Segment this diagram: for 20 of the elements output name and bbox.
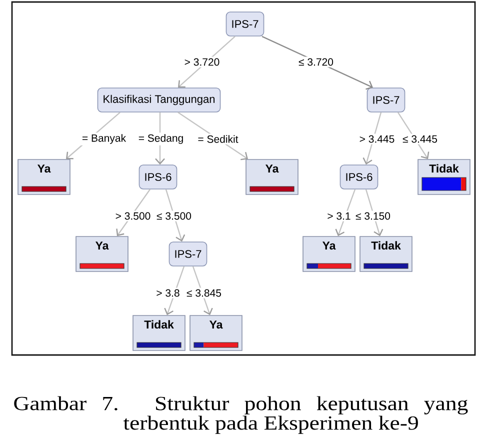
edge-label: > 3.445 <box>358 134 396 144</box>
edge-label: ≤ 3.500 <box>156 210 192 222</box>
edge-label: ≤ 3.150 <box>354 210 392 222</box>
edge-label: = Banyak <box>80 132 128 146</box>
edge-label: = Sedang <box>137 132 185 146</box>
decision-box: IPS-7 <box>226 12 264 36</box>
edge-label: ≤ 3.445 <box>402 134 438 144</box>
decision-box: IPS-7 <box>366 88 406 112</box>
edge-label: ≤ 3.720 <box>298 56 334 68</box>
edge-label: > 3.8 <box>155 288 181 298</box>
caption: Gambar 7. Struktur pohon keputusan yang terbentuk pada Eksperimen ke-9 <box>14 396 468 434</box>
edge-label: = Sedikit <box>196 134 240 144</box>
decision-box: IPS-6 <box>340 164 378 190</box>
edge-label: > 3.500 <box>114 210 152 222</box>
decision-box: IPS-7 <box>168 242 208 266</box>
edge-label: ≤ 3.845 <box>186 288 222 298</box>
decision-box: IPS-6 <box>138 164 178 190</box>
edge-label: > 3.720 <box>183 56 221 68</box>
decision-box: Klasifikasi Tanggungan <box>97 88 221 112</box>
edge-label: > 3.1 <box>326 210 352 222</box>
